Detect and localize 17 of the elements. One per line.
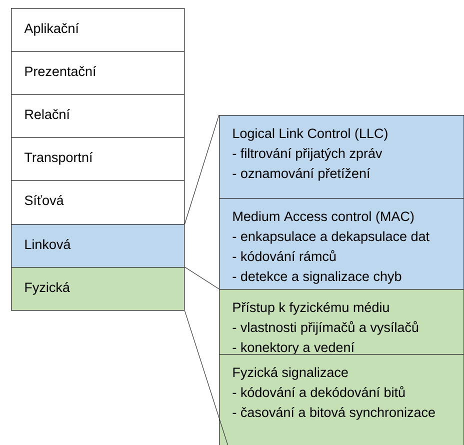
layer-box: Fyzická signalizace - kódování a dekódování bitů - časování a bitová synchronizace <box>219 354 464 445</box>
node-label: - konektory a vedení <box>232 342 354 355</box>
node-label: Přístup k fyzickému médiu <box>233 302 389 315</box>
leader-line <box>184 266 220 290</box>
layer-box: Medium Access control (MAC) - enkapsulace a dekapsulace dat - kódování rámců - detekce a signalizace chyb <box>219 198 464 290</box>
layer-box: Fyzická <box>11 267 185 311</box>
node-label: - vlastnosti přijímačů a vysílačů <box>232 321 418 335</box>
leader-line <box>184 310 228 445</box>
layer-box: Relační <box>11 94 185 138</box>
layer-box: Logical Link Control (LLC) - filtrování přijatých zpráv - oznamování přetížení <box>219 115 464 199</box>
layer-box: Transportní <box>11 137 185 181</box>
leader-line <box>184 114 220 224</box>
layer-box: Aplikační <box>11 8 185 52</box>
layer-box: Linková <box>11 224 185 268</box>
layer-box: Síťová <box>11 180 185 225</box>
layer-box: Přístup k fyzickému médiu - vlastnosti přijímačů a vysílačů - konektory a vedení <box>219 289 464 355</box>
layer-box: Prezentační <box>11 51 185 95</box>
